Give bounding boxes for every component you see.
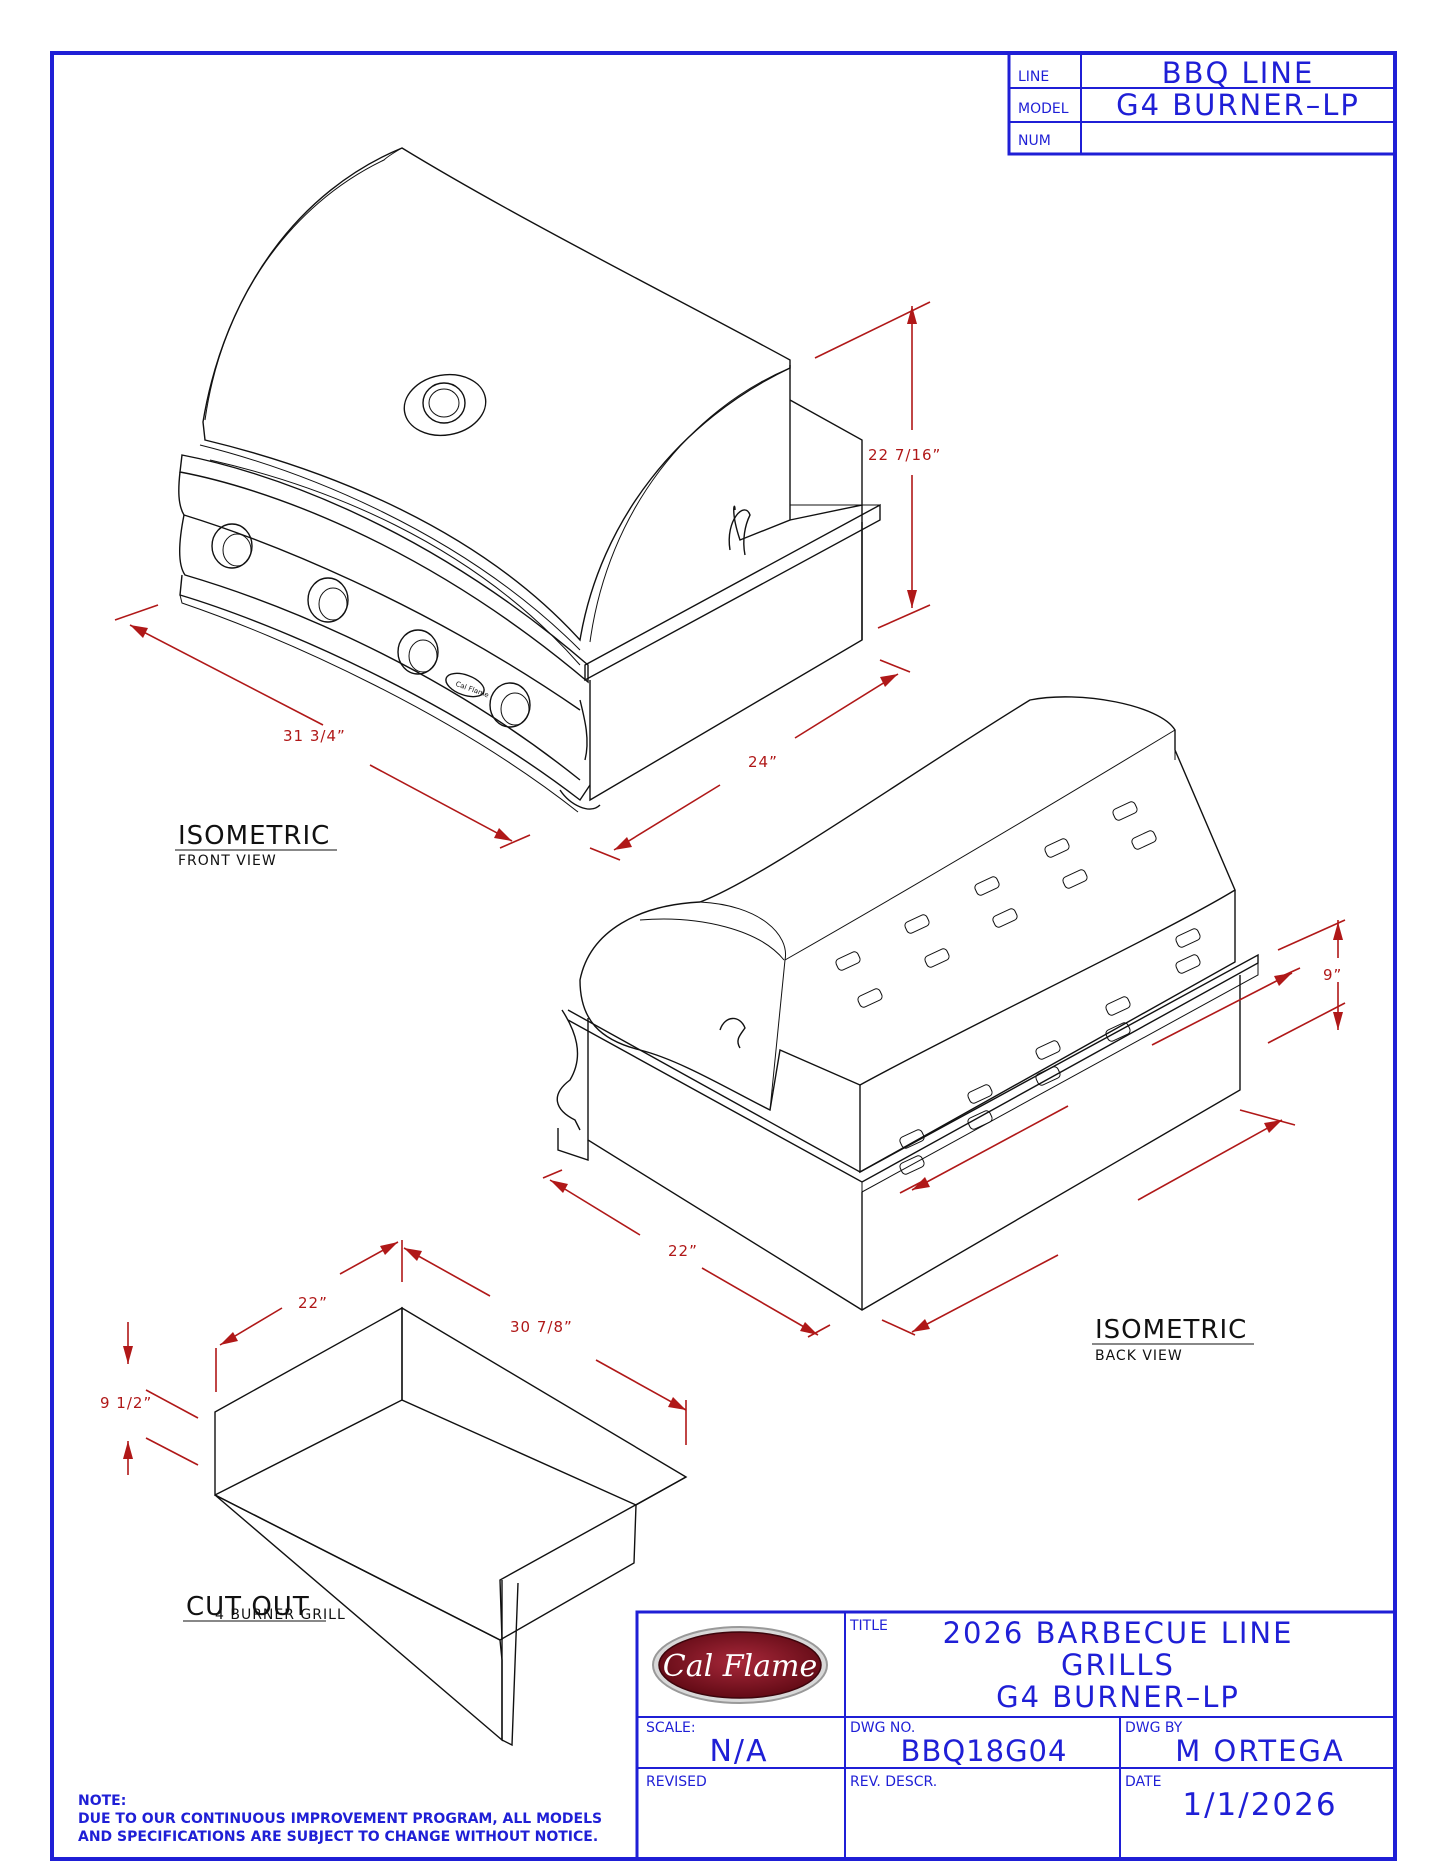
cut-height-label: 9 1/2”: [100, 1394, 152, 1412]
cutout-caption: CUT OUT 4 BURNER GRILL: [183, 1592, 346, 1623]
knob-3-icon: [397, 629, 439, 675]
front-height-dimension: [814, 301, 931, 629]
dwg-by-value: M ORTEGA: [1175, 1734, 1344, 1768]
date-value: 1/1/2026: [1182, 1787, 1337, 1823]
line-value: BBQ LINE: [1162, 56, 1315, 90]
cut-width-dimension: [403, 1247, 687, 1445]
title-line-2: GRILLS: [1061, 1648, 1175, 1682]
line-label: LINE: [1018, 69, 1049, 85]
back-depth-dimension: [542, 1169, 831, 1338]
back-view-title: ISOMETRIC: [1095, 1315, 1247, 1345]
front-height-label: 22 7/16”: [868, 446, 941, 464]
model-label: MODEL: [1018, 101, 1069, 117]
front-view-sub: FRONT VIEW: [178, 853, 277, 869]
cut-depth-dimension: [215, 1240, 403, 1392]
back-view-sub: BACK VIEW: [1095, 1348, 1183, 1364]
title-line-1: 2026 BARBECUE LINE: [943, 1616, 1294, 1650]
panel-badge-icon: Cal Flame: [445, 672, 490, 699]
dwg-no-value: BBQ18G04: [901, 1734, 1068, 1768]
back-height-label: 9”: [1323, 966, 1342, 984]
back-depth-label: 22”: [668, 1242, 698, 1260]
rev-descr-label: REV. DESCR.: [850, 1774, 937, 1790]
note-line-2: AND SPECIFICATIONS ARE SUBJECT TO CHANGE…: [78, 1829, 598, 1845]
knob-2-icon: [307, 577, 349, 623]
cut-depth-label: 22”: [298, 1294, 328, 1312]
cutout-drawing: [214, 1306, 688, 1747]
scale-label: SCALE:: [646, 1720, 696, 1736]
bottom-title-block: Cal Flame TITLE 2026 BARBECUE LINE GRILL…: [635, 1610, 1397, 1861]
back-height-dimension: [1267, 919, 1346, 1044]
front-isometric-grill: Cal Flame: [178, 147, 881, 813]
cut-width-label: 30 7/8”: [510, 1318, 573, 1336]
num-label: NUM: [1018, 133, 1051, 149]
front-depth-dimension: [589, 659, 911, 861]
cal-flame-logo: Cal Flame: [652, 1626, 828, 1704]
front-view-title: ISOMETRIC: [178, 821, 330, 851]
dwg-by-label: DWG BY: [1125, 1720, 1183, 1736]
date-label: DATE: [1125, 1774, 1161, 1790]
vent-slots: [835, 801, 1201, 1175]
dwg-no-label: DWG NO.: [850, 1720, 915, 1736]
model-value: G4 BURNER–LP: [1116, 88, 1360, 122]
note-line-1: DUE TO OUR CONTINUOUS IMPROVEMENT PROGRA…: [78, 1811, 602, 1827]
title-label: TITLE: [849, 1618, 888, 1634]
back-top-width-dimension: [899, 967, 1301, 1194]
top-title-block: LINE MODEL NUM BBQ LINE G4 BURNER–LP: [1007, 51, 1397, 156]
title-line-3: G4 BURNER–LP: [996, 1680, 1240, 1714]
cutout-title: CUT OUT: [186, 1592, 310, 1622]
knob-1-icon: [211, 523, 253, 569]
back-isometric-grill: [556, 696, 1259, 1311]
hood-emblem: [403, 373, 487, 437]
footer-note: NOTE: DUE TO OUR CONTINUOUS IMPROVEMENT …: [78, 1793, 602, 1845]
cutout-sub: 4 BURNER GRILL: [215, 1607, 346, 1623]
scale-value: N/A: [709, 1734, 768, 1769]
back-view-caption: ISOMETRIC BACK VIEW: [1092, 1315, 1254, 1364]
note-title: NOTE:: [78, 1793, 126, 1809]
front-depth-label: 24”: [748, 753, 778, 771]
front-view-caption: ISOMETRIC FRONT VIEW: [175, 821, 337, 869]
front-width-dimension: [114, 604, 531, 849]
revised-label: REVISED: [646, 1774, 707, 1790]
cut-height-dimension: [123, 1322, 199, 1475]
back-bottom-width-dimension: [881, 1109, 1296, 1336]
knob-4-icon: [489, 682, 531, 728]
front-width-label: 31 3/4”: [283, 727, 346, 745]
logo-text: Cal Flame: [663, 1649, 817, 1684]
